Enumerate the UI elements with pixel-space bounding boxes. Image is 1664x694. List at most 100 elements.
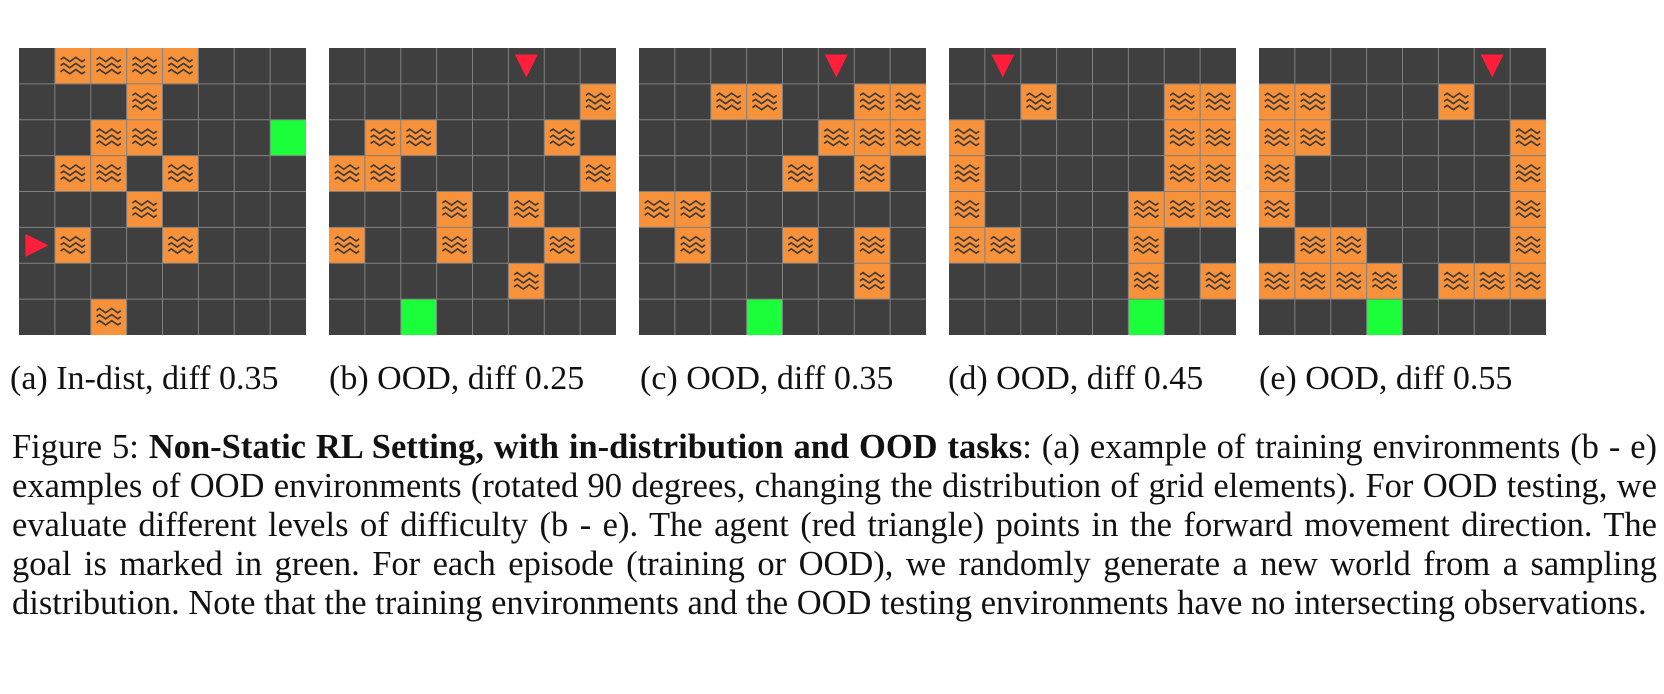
lava-cell	[1294, 227, 1331, 264]
lava-cell	[818, 119, 855, 156]
lava-cell	[508, 191, 545, 228]
panel-a	[19, 48, 306, 335]
lava-cell	[544, 227, 581, 264]
lava-cell	[1164, 155, 1201, 192]
lava-cell	[126, 48, 163, 84]
lava-cell	[1510, 155, 1546, 192]
lava-cell	[782, 155, 819, 192]
subfigure-label-b: (b) OOD, diff 0.25	[329, 360, 585, 397]
subfigure-label-c: (c) OOD, diff 0.35	[640, 360, 894, 397]
lava-cell	[1164, 119, 1201, 156]
lava-cell	[580, 155, 616, 192]
lava-cell	[90, 48, 127, 84]
lava-cell	[1128, 191, 1165, 228]
lava-cell	[1200, 155, 1236, 192]
lava-cell	[90, 155, 127, 192]
lava-cell	[1259, 83, 1295, 120]
lava-cell	[162, 227, 199, 264]
lava-cell	[984, 227, 1021, 264]
lava-cell	[1474, 263, 1511, 300]
lava-cell	[1330, 227, 1367, 264]
figure-caption-body: : (a) example of training environments (…	[12, 428, 1658, 622]
goal-cell	[400, 299, 437, 335]
lava-cell	[90, 299, 127, 335]
panel-b	[329, 48, 616, 335]
gridworld-b	[329, 48, 616, 335]
gridworld-e	[1259, 48, 1546, 335]
panel-e	[1259, 48, 1546, 335]
lava-cell	[436, 191, 473, 228]
lava-cell	[162, 48, 199, 84]
lava-cell	[1164, 83, 1201, 120]
lava-cell	[329, 227, 365, 264]
agent-triangle	[514, 54, 538, 78]
lava-cell	[674, 227, 711, 264]
lava-cell	[1200, 119, 1236, 156]
lava-cell	[949, 227, 985, 264]
lava-cell	[400, 119, 437, 156]
lava-cell	[1259, 191, 1295, 228]
lava-cell	[854, 227, 891, 264]
lava-cell	[1330, 263, 1367, 300]
lava-cell	[126, 191, 163, 228]
lava-cell	[1438, 83, 1475, 120]
lava-cell	[364, 155, 401, 192]
lava-cell	[746, 83, 783, 120]
subfigure-label-e: (e) OOD, diff 0.55	[1259, 360, 1513, 397]
lava-cell	[1294, 263, 1331, 300]
goal-cell	[1128, 299, 1165, 335]
gridworld-d	[949, 48, 1236, 335]
lava-cell	[1510, 191, 1546, 228]
agent-triangle	[824, 54, 848, 78]
gridworld-c	[639, 48, 926, 335]
lava-cell	[90, 119, 127, 156]
lava-cell	[1294, 119, 1331, 156]
lava-cell	[580, 83, 616, 120]
lava-cell	[854, 263, 891, 300]
lava-cell	[1200, 83, 1236, 120]
figure-title: Non-Static RL Setting, with in-distribut…	[148, 428, 1023, 466]
goal-cell	[1366, 299, 1403, 335]
lava-cell	[1128, 227, 1165, 264]
lava-cell	[1128, 263, 1165, 300]
lava-cell	[544, 119, 581, 156]
lava-cell	[54, 48, 91, 84]
lava-cell	[508, 263, 545, 300]
lava-cell	[329, 155, 365, 192]
lava-cell	[782, 227, 819, 264]
panel-d	[949, 48, 1236, 335]
lava-cell	[1200, 263, 1236, 300]
lava-cell	[890, 83, 926, 120]
lava-cell	[126, 83, 163, 120]
lava-cell	[1366, 263, 1403, 300]
lava-cell	[710, 83, 747, 120]
lava-cell	[1259, 119, 1295, 156]
lava-cell	[854, 83, 891, 120]
lava-cell	[949, 155, 985, 192]
lava-cell	[949, 191, 985, 228]
subfigure-label-d: (d) OOD, diff 0.45	[948, 360, 1204, 397]
agent-triangle	[1480, 54, 1504, 78]
subfigure-label-a: (a) In-dist, diff 0.35	[10, 360, 279, 397]
lava-cell	[639, 191, 675, 228]
lava-cell	[1510, 263, 1546, 300]
lava-cell	[1510, 119, 1546, 156]
panel-c	[639, 48, 926, 335]
lava-cell	[364, 119, 401, 156]
lava-cell	[436, 227, 473, 264]
lava-cell	[1294, 83, 1331, 120]
lava-cell	[1020, 83, 1057, 120]
lava-cell	[1259, 155, 1295, 192]
lava-cell	[1200, 191, 1236, 228]
agent-triangle	[991, 54, 1015, 78]
lava-cell	[1510, 227, 1546, 264]
agent-triangle	[25, 233, 49, 257]
lava-cell	[854, 119, 891, 156]
goal-cell	[270, 119, 306, 156]
figure-number: Figure 5:	[12, 428, 139, 466]
figure-caption: Figure 5:Non-Static RL Setting, with in-…	[12, 428, 1657, 623]
lava-cell	[54, 227, 91, 264]
lava-cell	[126, 119, 163, 156]
lava-cell	[854, 155, 891, 192]
